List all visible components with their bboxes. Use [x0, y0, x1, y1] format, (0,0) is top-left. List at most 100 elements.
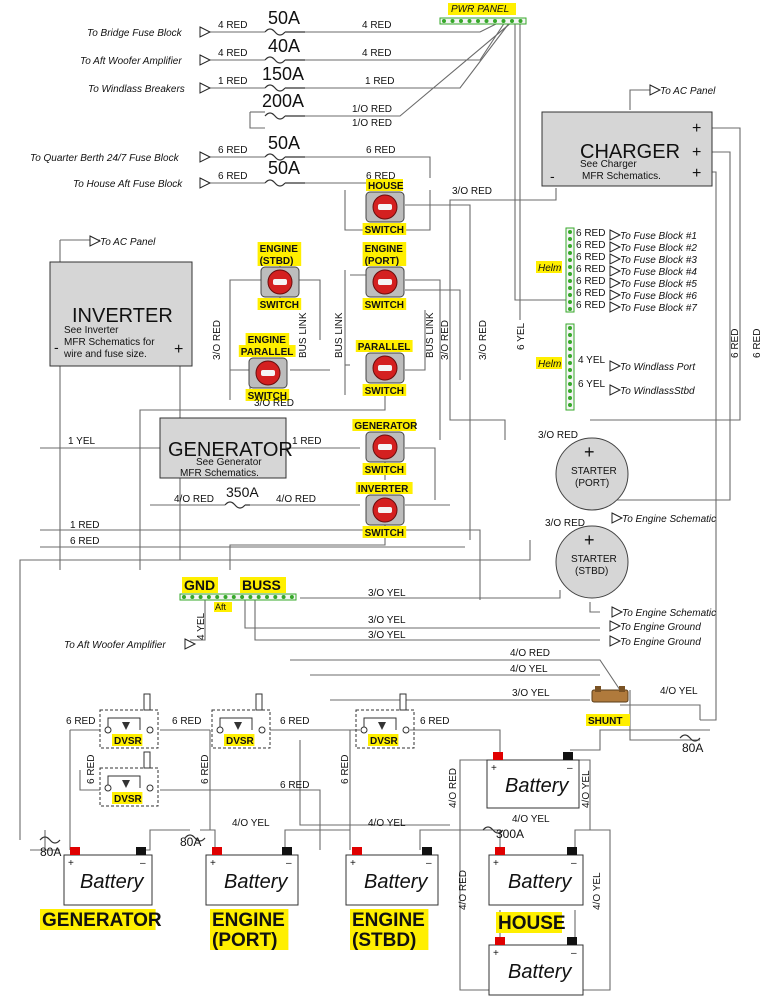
terminal-dot	[568, 307, 572, 311]
wire-label: 6 RED	[730, 329, 741, 358]
battery-engine-port: +–Battery	[205, 847, 299, 906]
starter-port-plus: +	[584, 442, 595, 462]
inverter-note-1: See Inverter	[64, 325, 119, 336]
switch-label: PARALLEL	[358, 342, 411, 353]
wire-label: 3/O RED	[478, 320, 489, 360]
dvsr-terminal	[146, 784, 154, 792]
dvsr-terminal	[258, 726, 266, 734]
wire-label: 6 RED	[576, 288, 605, 299]
dvsr-outline	[355, 709, 415, 749]
wire-label: 3/O RED	[254, 398, 294, 409]
bank-name-generator: GENERATOR	[42, 910, 162, 931]
switch-label: (STBD)	[260, 256, 294, 267]
switch-label: INVERTER	[358, 484, 409, 495]
dvsr-label-bg	[112, 792, 143, 804]
terminal-dot	[568, 340, 572, 344]
dest-fuse-block-4: To Fuse Block #4	[620, 267, 697, 278]
terminal-dot	[568, 272, 572, 276]
helm-bus-2: Helm	[536, 323, 575, 411]
battery-label: Battery	[80, 871, 144, 893]
buss-label: BUSS	[242, 577, 281, 593]
bank-name-engine-port-1-bg	[210, 909, 289, 930]
battery-positive-terminal	[495, 937, 505, 945]
battery-minus: –	[571, 948, 577, 959]
terminal-dot	[568, 368, 572, 372]
inverter-minus: -	[54, 339, 59, 355]
helm-bus-bar	[565, 323, 575, 411]
switch-label: ENGINE	[365, 244, 404, 255]
terminal-dot	[467, 19, 472, 23]
bank-name-engine-stbd-2: (STBD)	[352, 930, 416, 951]
wire-label: 6 RED	[280, 780, 309, 791]
dest-aft-woofer-2: To Aft Woofer Amplifier	[64, 640, 166, 651]
shunt-bolt	[595, 686, 601, 692]
pwr-panel-label-bg	[448, 3, 516, 15]
battery-minus: –	[286, 858, 292, 869]
wire-label: 6 RED	[340, 755, 351, 784]
wire-label: 4/O RED	[510, 648, 550, 659]
switch-label: HOUSE	[368, 181, 404, 192]
generator-box	[159, 417, 287, 479]
dest-aft-woofer: To Aft Woofer Amplifier	[80, 56, 182, 67]
wire-label: 6 RED	[200, 755, 211, 784]
shunt-body	[591, 689, 629, 703]
dest-engine-schematic-1: To Engine Schematic	[622, 514, 716, 525]
dest-windlass-stbd: To WindlassStbd	[620, 386, 695, 397]
battery-positive-terminal	[493, 752, 503, 760]
battery-positive-terminal	[70, 847, 80, 855]
battery-plus: +	[350, 858, 356, 869]
battery-case	[488, 854, 584, 906]
switch-handle	[273, 279, 287, 285]
switch-label-bg	[257, 254, 302, 266]
dvsr-label: DVSR	[114, 794, 143, 805]
dvsr-label-bg	[112, 734, 143, 746]
wire-label: 4/O YEL	[581, 770, 592, 808]
arrow-icon	[649, 84, 661, 96]
terminal-dot	[568, 382, 572, 386]
parallel-switch[interactable]: PARALLEL SWITCH	[355, 340, 413, 397]
terminal-dot	[484, 19, 489, 23]
battery-negative-terminal	[567, 847, 577, 855]
shunt-label: SHUNT	[588, 716, 622, 727]
fuse-label: 80A	[180, 835, 201, 849]
wire-label: 3/O RED	[538, 430, 578, 441]
battery-positive-terminal	[212, 847, 222, 855]
wire-label: 3/O RED	[452, 186, 492, 197]
wire-label: 6 RED	[420, 716, 449, 727]
battery-negative-terminal	[282, 847, 292, 855]
engine-port-switch[interactable]: ENGINE(PORT)SWITCH	[362, 242, 407, 311]
engine-stbd-switch[interactable]: ENGINE(STBD)SWITCH	[257, 242, 302, 311]
terminal-dot	[568, 361, 572, 365]
helm-label: Helm	[538, 263, 561, 274]
arrow-icon	[89, 235, 101, 247]
bank-name-engine-port-2: (PORT)	[212, 930, 277, 951]
dvsr-terminal	[104, 726, 112, 734]
arrow-icon	[199, 177, 211, 189]
battery-case	[63, 854, 153, 906]
wire-label: 6 RED	[280, 716, 309, 727]
dest-windlass-port: To Windlass Port	[620, 362, 696, 373]
wire-label: 1 RED	[70, 520, 99, 531]
fuse-label: 80A	[40, 845, 61, 859]
bank-name-house: HOUSE	[498, 913, 566, 934]
terminal-dot	[568, 396, 572, 400]
wire-label: 3/O YEL	[512, 688, 550, 699]
starter-stbd-plus: +	[584, 530, 595, 550]
buss-label-bg	[240, 577, 286, 593]
battery-case	[205, 854, 299, 906]
wire-label: 4/O YEL	[512, 814, 550, 825]
charger-plus-3: +	[692, 165, 701, 182]
terminal-dot	[265, 595, 269, 599]
wire-label: 1/O RED	[352, 118, 392, 129]
starter-port-line-2: (PORT)	[575, 478, 609, 489]
battery-label: Battery	[505, 775, 569, 797]
bank-name-house-bg	[496, 912, 562, 933]
switch-bottom-label: SWITCH	[365, 386, 404, 397]
terminal-dot	[240, 595, 245, 599]
shunt-bolt	[619, 686, 625, 692]
arrow-icon	[609, 635, 621, 647]
